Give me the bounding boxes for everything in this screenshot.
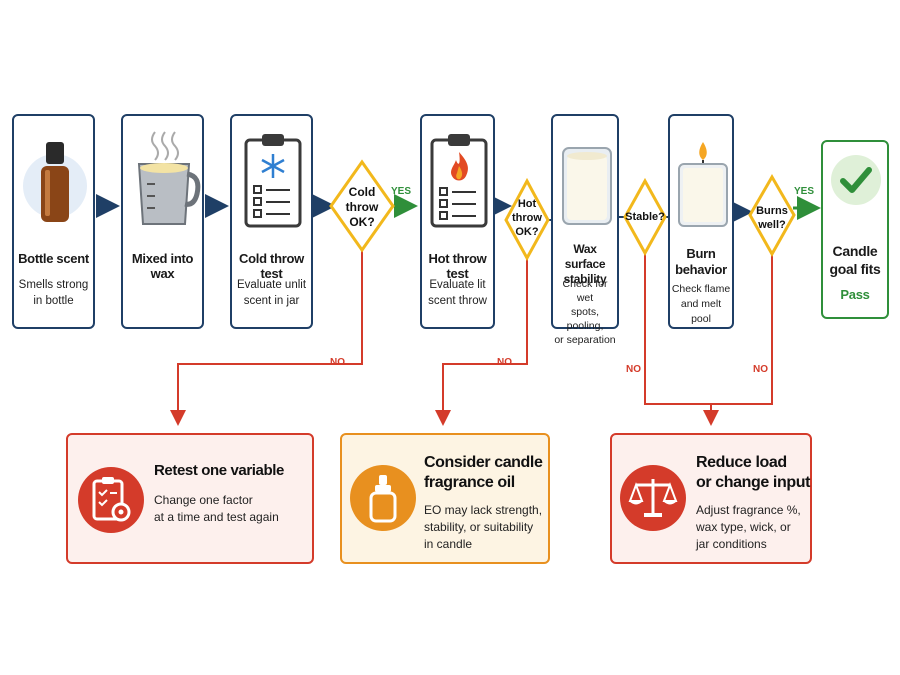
- balance-scale-icon: [628, 479, 678, 517]
- step-hot-throw-test: Hot throw test Evaluate lit scent throw: [420, 114, 495, 329]
- stable-no-label: NO: [626, 364, 641, 375]
- hot-throw-test-desc: Evaluate lit scent throw: [426, 277, 489, 309]
- essential-oil-bottle-icon: [23, 142, 87, 222]
- decision-cold-label: Cold throw OK?: [336, 185, 388, 230]
- decision-hot-label: Hot throw OK?: [507, 197, 547, 239]
- desc-line: jar conditions: [696, 537, 767, 551]
- reduce-title: Reduce load or change input: [696, 453, 810, 493]
- decision-line: Burns: [756, 205, 788, 217]
- decision-line: OK?: [515, 226, 539, 238]
- retest-badge: [78, 467, 144, 533]
- reduce-desc: Adjust fragrance %, wax type, wick, or j…: [696, 502, 801, 553]
- burn-behavior-desc: Check flame and melt pool: [671, 282, 731, 327]
- mixed-into-wax-title: Mixed into wax: [131, 251, 194, 281]
- decision-stable-label: Stable?: [625, 211, 665, 223]
- decision-line: Cold: [348, 185, 376, 199]
- lit-candle-icon: [678, 142, 728, 227]
- retest-title: Retest one variable: [154, 462, 284, 479]
- outcome-retest-one-variable: Retest one variable Change one factor at…: [66, 433, 314, 564]
- bottle-scent-desc: Smells strong in bottle: [18, 277, 89, 309]
- fragrance-dropper-icon: [369, 475, 397, 523]
- desc-line: Check for wet: [562, 278, 608, 304]
- arrow-cold-no: [170, 248, 363, 426]
- decision-line: throw: [345, 200, 379, 214]
- decision-hot-diamond: [504, 177, 550, 262]
- desc-line: and melt pool: [680, 298, 722, 325]
- clipboard-gear-icon: [92, 477, 131, 522]
- title-line: Consider candle: [424, 454, 543, 471]
- title-line: behavior: [675, 262, 727, 277]
- burns-no-label: NO: [753, 364, 768, 375]
- arrow-stable-no: [644, 252, 773, 405]
- consider-desc: EO may lack strength, stability, or suit…: [424, 502, 542, 553]
- title-line: goal fits: [829, 261, 881, 277]
- decision-line: well?: [758, 219, 786, 231]
- bottle-scent-title: Bottle scent: [18, 251, 89, 266]
- step-candle-goal-fits: Candle goal fits Pass: [821, 140, 889, 319]
- desc-line: in candle: [424, 537, 473, 551]
- title-line: Wax surface: [564, 242, 606, 271]
- cold-no-label: NO: [330, 357, 345, 368]
- desc-line: Smells strong: [18, 279, 89, 291]
- desc-line: Evaluate lit: [429, 279, 486, 291]
- decision-burns-label: Burns well?: [751, 204, 793, 232]
- desc-line: stability, or suitability: [424, 520, 534, 534]
- candle-goal-fits-title: Candle goal fits: [823, 242, 887, 278]
- burns-yes-label: YES: [794, 186, 815, 197]
- desc-line: EO may lack strength,: [424, 503, 543, 517]
- desc-line: at a time and test again: [154, 510, 279, 524]
- desc-line: spots, pooling,: [566, 306, 604, 332]
- desc-line: or separation: [554, 334, 616, 346]
- arrow-hot-no: [435, 256, 528, 426]
- desc-line: Adjust fragrance %,: [696, 503, 801, 517]
- step-wax-surface-stability: Wax surface stability Check for wet spot…: [551, 114, 619, 346]
- step-burn-behavior: Burn behavior Check flame and melt pool: [668, 114, 734, 329]
- desc-line: Check flame: [671, 283, 731, 295]
- wax-surface-stability-desc: Check for wet spots, pooling, or separat…: [554, 277, 616, 347]
- title-line: stability: [563, 272, 607, 286]
- desc-line: wax type, wick, or: [696, 520, 791, 534]
- checkmark-icon: [831, 155, 881, 205]
- desc-line: Evaluate unlit: [236, 279, 307, 291]
- cold-yes-label: YES: [391, 186, 412, 197]
- melted-wax-pitcher-icon: [137, 131, 201, 225]
- clipboard-flame-icon: [430, 134, 488, 228]
- desc-line: scent in jar: [243, 295, 300, 307]
- step-mixed-into-wax: Mixed into wax: [121, 114, 204, 329]
- candle-jar-icon: [562, 147, 612, 225]
- title-line: Reduce load: [696, 454, 787, 471]
- decision-line: throw: [512, 212, 542, 224]
- consider-title: Consider candle fragrance oil: [424, 453, 543, 493]
- cold-throw-test-desc: Evaluate unlit scent in jar: [236, 277, 307, 309]
- cold-throw-test-title: Cold throw test: [239, 251, 304, 281]
- desc-line: scent throw: [428, 295, 487, 307]
- desc-line: in bottle: [33, 295, 74, 307]
- decision-burns-diamond: [748, 174, 796, 258]
- outcome-reduce-load: Reduce load or change input Adjust fragr…: [610, 433, 812, 564]
- reduce-badge: [620, 465, 686, 531]
- decision-line: OK?: [349, 215, 375, 229]
- pass-status: Pass: [840, 287, 870, 302]
- step-bottle-scent: Bottle scent Smells strong in bottle: [12, 114, 95, 329]
- hot-throw-test-title: Hot throw test: [428, 251, 487, 281]
- wax-surface-stability-title: Wax surface stability: [553, 242, 617, 287]
- retest-desc: Change one factor at a time and test aga…: [154, 492, 279, 526]
- clipboard-snowflake-icon: [244, 134, 302, 228]
- decision-line: Hot: [517, 198, 537, 210]
- burn-behavior-title: Burn behavior: [670, 246, 732, 278]
- step-cold-throw-test: Cold throw test Evaluate unlit scent in …: [230, 114, 313, 329]
- decision-stable-diamond: [623, 177, 667, 257]
- outcome-consider-fragrance-oil: Consider candle fragrance oil EO may lac…: [340, 433, 550, 564]
- hot-no-label: NO: [497, 357, 512, 368]
- desc-line: Change one factor: [154, 493, 253, 507]
- title-line: or change input: [696, 474, 811, 491]
- decision-cold-diamond: [329, 159, 395, 253]
- title-line: Burn: [686, 246, 716, 261]
- consider-badge: [350, 465, 416, 531]
- title-line: fragrance oil: [424, 474, 515, 491]
- title-line: Candle: [832, 243, 878, 259]
